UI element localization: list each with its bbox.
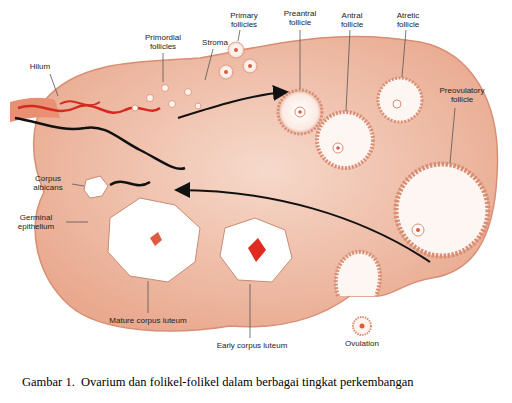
figure-caption: Gambar 1. Ovarium dan folikel-folikel da… — [22, 375, 414, 390]
part-label: Mature corpus luteum — [93, 316, 203, 325]
part-label: Germinal epithelium — [7, 213, 65, 231]
part-label: Hilum — [20, 62, 60, 71]
part-label: Preovulatory follicle — [432, 86, 492, 104]
part-label: Early corpus luteum — [197, 341, 307, 350]
part-label: Preantral follicle — [278, 9, 322, 27]
part-label: Stroma — [195, 38, 235, 47]
part-label: Primary follicles — [224, 11, 264, 29]
part-label: Primordial follicles — [138, 33, 188, 51]
part-label: Ovulation — [332, 339, 392, 348]
part-label: Antral follicle — [332, 11, 372, 29]
part-label: Corpus albicans — [25, 174, 71, 192]
part-label: Atretic follicle — [388, 11, 428, 29]
